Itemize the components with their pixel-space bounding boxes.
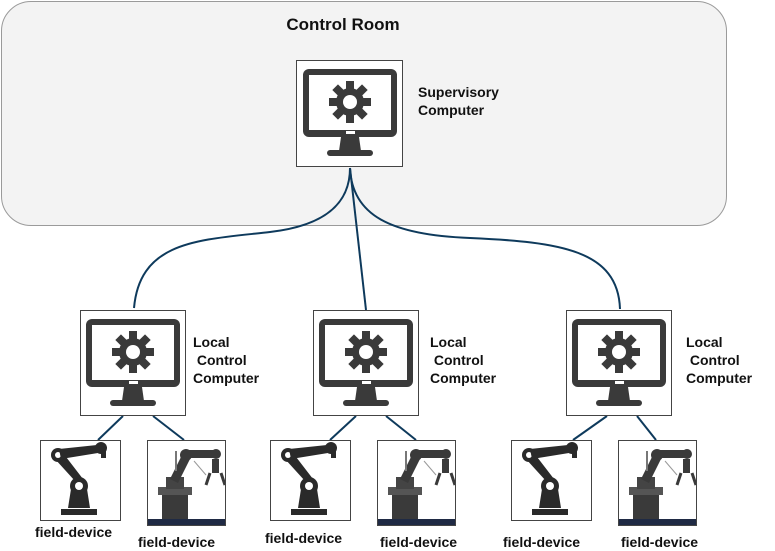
local-control-computer-label-2: Local Control Computer bbox=[430, 334, 497, 386]
field-device-label-5: field-device bbox=[503, 534, 581, 550]
field-device-6 bbox=[618, 440, 697, 526]
industrial-robot-icon bbox=[619, 441, 696, 525]
link-local1-device1 bbox=[97, 415, 124, 441]
local-control-computer-2 bbox=[313, 310, 419, 416]
field-device-label-4: field-device bbox=[380, 534, 458, 550]
link-supervisory-local-3 bbox=[349, 167, 621, 310]
local-control-computer-3 bbox=[566, 310, 672, 416]
supervisory-computer-label: Supervisory Computer bbox=[418, 84, 499, 118]
industrial-robot-icon bbox=[148, 441, 225, 525]
field-device-label-2: field-device bbox=[138, 534, 216, 550]
link-local1-device2 bbox=[152, 415, 185, 441]
robot-arm-icon bbox=[512, 441, 591, 520]
link-supervisory-local-1 bbox=[133, 167, 351, 309]
link-local3-device6 bbox=[636, 415, 657, 441]
link-local3-device5 bbox=[572, 415, 608, 441]
local-control-computer-1 bbox=[80, 310, 186, 416]
computer-gear-icon bbox=[301, 67, 399, 160]
field-device-label-3: field-device bbox=[265, 530, 343, 546]
supervisory-computer bbox=[296, 60, 403, 167]
field-device-4 bbox=[377, 440, 456, 526]
field-device-5 bbox=[511, 440, 592, 521]
field-device-label-6: field-device bbox=[621, 534, 699, 550]
link-supervisory-local-2 bbox=[349, 167, 367, 311]
robot-arm-icon bbox=[41, 441, 120, 520]
control-room-title: Control Room bbox=[286, 15, 400, 34]
field-device-1 bbox=[40, 440, 121, 521]
field-device-label-1: field-device bbox=[35, 524, 113, 540]
computer-gear-icon bbox=[84, 317, 182, 410]
field-device-2 bbox=[147, 440, 226, 526]
robot-arm-icon bbox=[271, 441, 350, 520]
computer-gear-icon bbox=[570, 317, 668, 410]
local-control-computer-label-1: Local Control Computer bbox=[193, 334, 260, 386]
link-local2-device3 bbox=[329, 415, 357, 441]
field-device-3 bbox=[270, 440, 351, 521]
computer-gear-icon bbox=[317, 317, 415, 410]
local-control-computer-label-3: Local Control Computer bbox=[686, 334, 753, 386]
link-local2-device4 bbox=[385, 415, 417, 441]
industrial-robot-icon bbox=[378, 441, 455, 525]
